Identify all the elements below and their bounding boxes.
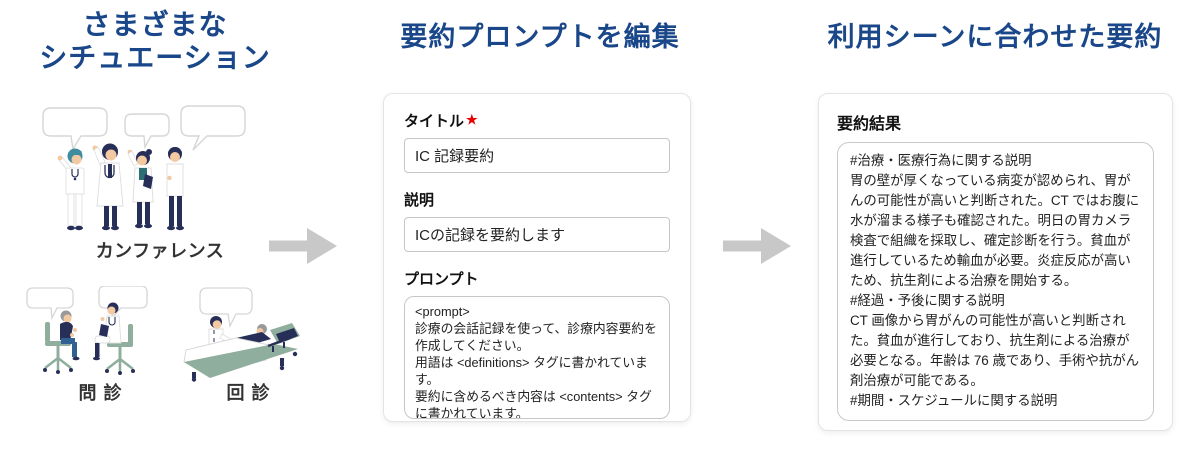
interview-doctor-figure (93, 302, 122, 361)
patient-chair (43, 322, 73, 374)
situations-title-line2: シチュエーション (39, 42, 271, 74)
prompt-textarea[interactable]: <prompt> 診療の会話記録を使って、診療内容要約を作成してください。 用語… (404, 296, 670, 419)
scene-label-rounds: 回診 (226, 383, 277, 403)
nurse-figure (57, 148, 85, 231)
title-field-label: タイトル★ (404, 110, 670, 131)
result-label: 要約結果 (837, 116, 902, 133)
conference-illustration (42, 105, 246, 231)
speech-bubble-icon (26, 286, 148, 321)
speech-bubble-icon (42, 105, 246, 151)
summary-result-card: 要約結果 #治療・医療行為に関する説明 胃の壁が厚くなっている病変が認められ、胃… (818, 93, 1173, 431)
interview-illustration (26, 286, 148, 375)
title-field-label-text: タイトル (404, 113, 465, 130)
speech-bubble-icon (199, 287, 253, 329)
flow-arrow-icon (723, 228, 791, 264)
description-input[interactable] (404, 217, 670, 252)
scene-label-interview: 問診 (78, 383, 129, 403)
male-staff-figure (166, 147, 184, 231)
patient-figure (60, 310, 80, 361)
rounds-illustration (183, 287, 300, 382)
female-doctor-figure (127, 149, 154, 229)
doctor-chair (105, 324, 135, 375)
situations-title-line1: さまざまな (82, 9, 228, 40)
title-input[interactable] (404, 138, 670, 173)
doctor-figure (92, 143, 124, 231)
required-star-icon: ★ (466, 112, 478, 127)
section-title-summary: 利用シーンに合わせた要約 (827, 22, 1163, 52)
hospital-bed (183, 323, 300, 382)
scene-label-conference: カンファレンス (95, 241, 225, 261)
prompt-editor-card: タイトル★ 説明 プロンプト <prompt> 診療の会話記録を使って、診療内容… (383, 93, 691, 422)
prompt-field-label: プロンプト (404, 271, 479, 288)
section-title-situations: さまざまな シチュエーション (20, 8, 290, 74)
section-title-prompt-editor: 要約プロンプトを編集 (400, 22, 680, 52)
description-field-label: 説明 (404, 192, 435, 209)
flow-arrow-icon (269, 228, 337, 264)
result-textbox: #治療・医療行為に関する説明 胃の壁が厚くなっている病変が認められ、胃がんの可能… (837, 142, 1154, 421)
